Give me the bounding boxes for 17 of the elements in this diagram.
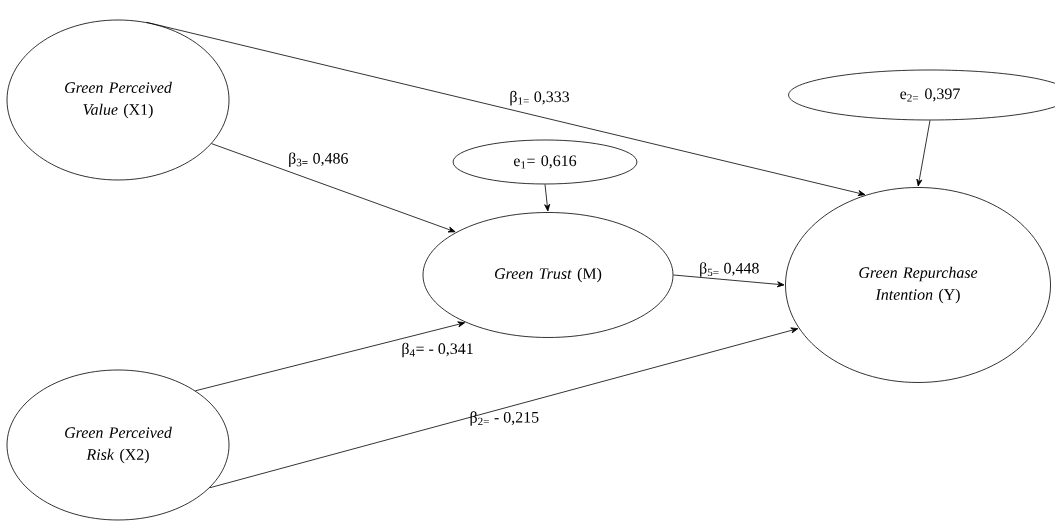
ellipse-node: Green Trust (M) <box>422 212 674 338</box>
edge-label: β$_{4}$= - 0,341 <box>402 342 473 358</box>
edge-label: β$_{2=}$ - 0,215 <box>470 411 539 426</box>
edge-label: β$_{5=}$ 0,448 <box>700 262 759 277</box>
ellipse-node: Green Perceived Value (X1) <box>6 19 230 181</box>
arrow <box>673 274 785 288</box>
edge-label: β$_{3=}$ 0,486 <box>289 152 348 167</box>
arrow <box>195 321 466 392</box>
ellipse-node: Green Perceived Risk (X2) <box>6 369 230 521</box>
arrow <box>544 184 551 212</box>
ellipse-node: Green Repurchase Intention (Y) <box>785 187 1051 383</box>
arrow <box>145 21 866 196</box>
arrow <box>916 120 931 187</box>
ellipse-node: e$_{1}$= 0,616 <box>452 139 638 185</box>
arrow <box>211 143 456 233</box>
arrow <box>209 327 799 489</box>
edge-label: β$_{1=}$ 0,333 <box>510 90 570 106</box>
